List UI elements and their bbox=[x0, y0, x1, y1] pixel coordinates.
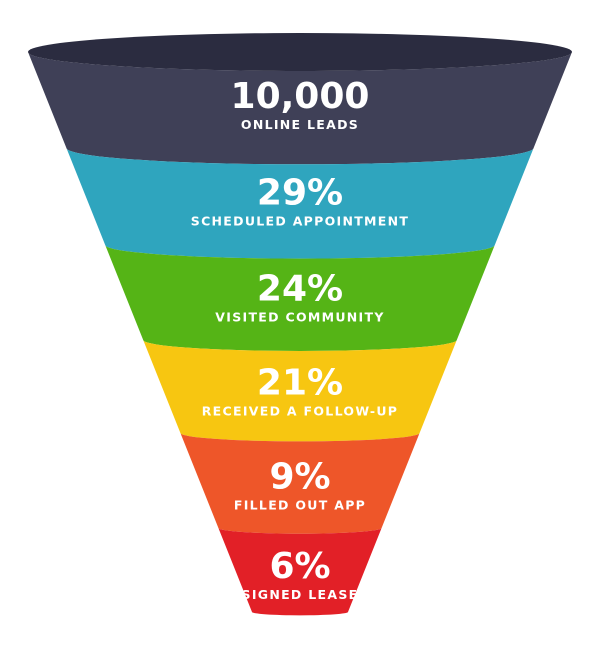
stage-label: RECEIVED A FOLLOW-UP bbox=[202, 404, 399, 419]
stage-value: 29% bbox=[257, 173, 343, 214]
stage-value: 24% bbox=[257, 269, 343, 310]
funnel-stage-4 bbox=[143, 340, 457, 442]
funnel-stage-6 bbox=[218, 528, 382, 616]
funnel-stage-1 bbox=[28, 52, 572, 165]
stage-value: 6% bbox=[269, 546, 330, 587]
stage-label: SIGNED LEASE bbox=[242, 587, 359, 602]
funnel-stage-5 bbox=[180, 433, 420, 534]
stage-label: ONLINE LEADS bbox=[241, 117, 359, 132]
stage-value: 9% bbox=[269, 457, 330, 498]
stage-value: 21% bbox=[257, 363, 343, 404]
stage-label: FILLED OUT APP bbox=[234, 498, 366, 513]
funnel-stage-3 bbox=[105, 245, 495, 351]
stage-value: 10,000 bbox=[231, 76, 370, 117]
funnel-top-rim bbox=[28, 33, 572, 71]
funnel-stage-2 bbox=[66, 148, 534, 259]
stage-label: VISITED COMMUNITY bbox=[215, 310, 384, 325]
stage-label: SCHEDULED APPOINTMENT bbox=[191, 214, 409, 229]
